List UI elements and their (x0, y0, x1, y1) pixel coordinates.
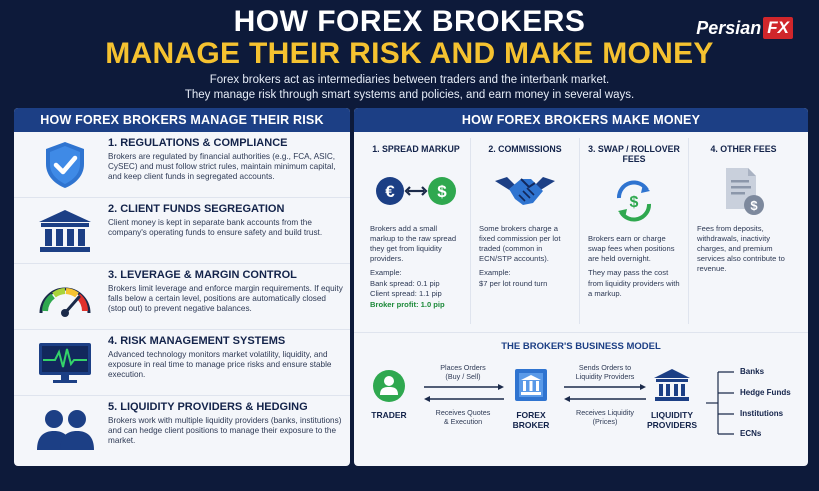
liquidity-providers-label: LIQUIDITY PROVIDERS (642, 410, 702, 430)
flow-text: & Execution (443, 417, 483, 426)
broker-icon (511, 365, 551, 405)
svg-text:$: $ (437, 182, 447, 201)
money-col-desc: Brokers earn or charge swap fees when po… (588, 234, 675, 263)
trader-label: TRADER (371, 410, 407, 420)
institution-label: Hedge Funds (740, 388, 791, 397)
flow-text: Receives Quotes (435, 408, 491, 417)
broker-label-line: FOREX (516, 410, 546, 420)
svg-text:€: € (385, 182, 395, 201)
money-panel-heading: HOW FOREX BROKERS MAKE MONEY (354, 108, 808, 132)
intro-line-2: They manage risk through smart systems a… (184, 89, 635, 101)
title-line-2: MANAGE THEIR RISK AND MAKE MONEY (105, 37, 714, 70)
lp-label-line: LIQUIDITY (650, 410, 694, 420)
money-col-profit: Broker profit: 1.0 pip (370, 299, 445, 309)
risk-item-desc: Client money is kept in separate bank ac… (108, 218, 323, 238)
money-col-spread: 1. SPREAD MARKUP € $ Brokers add a small… (362, 138, 471, 324)
flow-label: Sends Orders to Liquidity Providers (562, 363, 648, 381)
money-col-desc: Fees from deposits, withdrawals, inactiv… (697, 224, 785, 273)
gauge-icon (30, 272, 100, 322)
institution-label: Institutions (740, 409, 784, 418)
risk-item-title: 3. LEVERAGE & MARGIN CONTROL (108, 269, 297, 281)
flow-text: Receives Liquidity (576, 408, 634, 417)
risk-item-title: 4. RISK MANAGEMENT SYSTEMS (108, 335, 286, 347)
bank-building-icon (652, 367, 692, 403)
euro-dollar-exchange-icon: € $ (362, 158, 470, 224)
arrow-right-icon (562, 383, 648, 391)
money-col-example-line: Bank spread: 0.1 pip (370, 278, 440, 288)
risk-item-regulations: 1. REGULATIONS & COMPLIANCE Brokers are … (14, 132, 350, 198)
intro-line-1: Forex brokers act as intermediaries betw… (209, 74, 610, 86)
risk-item-title: 5. LIQUIDITY PROVIDERS & HEDGING (108, 401, 308, 413)
title-line-1: HOW FOREX BROKERS (233, 5, 586, 38)
people-icon (30, 404, 100, 454)
svg-text:$: $ (630, 194, 639, 211)
money-col-swap: 3. SWAP / ROLLOVER FEES $ Brokers earn o… (580, 138, 689, 324)
institution-label: Banks (740, 367, 765, 376)
svg-text:$: $ (750, 198, 758, 213)
dollar-swap-icon: $ (580, 168, 688, 234)
business-model: THE BROKER'S BUSINESS MODEL TRADER Place… (354, 332, 808, 466)
money-col-title: 2. COMMISSIONS (488, 144, 562, 154)
money-col-desc: Brokers add a small markup to the raw sp… (370, 224, 457, 263)
header: HOW FOREX BROKERS MANAGE THEIR RISK AND … (0, 0, 819, 104)
broker-label-line: BROKER (512, 420, 550, 430)
flow-label: Receives Liquidity (Prices) (562, 408, 648, 426)
lp-label-line: PROVIDERS (646, 420, 698, 430)
money-panel: HOW FOREX BROKERS MAKE MONEY 1. SPREAD M… (354, 108, 808, 466)
risk-item-leverage: 3. LEVERAGE & MARGIN CONTROL Brokers lim… (14, 264, 350, 330)
arrow-left-icon (422, 395, 506, 403)
flow-text: (Prices) (592, 417, 618, 426)
handshake-icon (471, 158, 579, 224)
risk-item-desc: Brokers work with multiple liquidity pro… (108, 416, 342, 446)
money-col-example-label: Example: (370, 268, 402, 277)
bank-building-icon (30, 206, 100, 256)
brand-name: Persian (696, 17, 762, 38)
arrow-right-icon (422, 383, 506, 391)
risk-item-desc: Advanced technology monitors market vola… (108, 350, 332, 380)
flow-text: Sends Orders to (578, 363, 632, 372)
money-col-other-fees: 4. OTHER FEES $ Fees from deposits, with… (689, 138, 798, 324)
document-dollar-icon: $ (689, 158, 798, 224)
risk-item-funds-segregation: 2. CLIENT FUNDS SEGREGATION Client money… (14, 198, 350, 264)
flow-text: (Buy / Sell) (445, 372, 481, 381)
arrow-left-icon (562, 395, 648, 403)
risk-item-desc: Brokers limit leverage and enforce margi… (108, 284, 343, 314)
money-col-commissions: 2. COMMISSIONS Some brokers charge a fix… (471, 138, 580, 324)
money-col-example-line: Client spread: 1.1 pip (370, 289, 442, 298)
flow-label: Places Orders (Buy / Sell) (422, 363, 504, 381)
risk-item-title: 1. REGULATIONS & COMPLIANCE (108, 137, 288, 149)
risk-item-liquidity-hedging: 5. LIQUIDITY PROVIDERS & HEDGING Brokers… (14, 396, 350, 466)
money-col-desc: Some brokers charge a fixed commission p… (479, 224, 561, 263)
money-col-title: 3. SWAP / ROLLOVER FEES (588, 144, 680, 164)
money-col-title: 4. OTHER FEES (710, 144, 777, 154)
monitor-pulse-icon (30, 338, 100, 388)
business-model-title: THE BROKER'S BUSINESS MODEL (501, 341, 661, 352)
institution-label: ECNs (740, 429, 762, 438)
flow-text: Liquidity Providers (575, 372, 635, 381)
risk-panel: HOW FOREX BROKERS MANAGE THEIR RISK 1. R… (14, 108, 350, 466)
brand-logo: Persian FX (696, 15, 793, 41)
risk-item-desc: Brokers are regulated by financial autho… (108, 152, 336, 182)
brand-fx-badge: FX (763, 17, 793, 39)
flow-text: Places Orders (440, 363, 486, 372)
broker-label: FOREX BROKER (504, 410, 558, 430)
risk-panel-heading: HOW FOREX BROKERS MANAGE THEIR RISK (14, 108, 350, 132)
flow-label: Receives Quotes & Execution (422, 408, 504, 426)
trader-icon (372, 369, 406, 403)
risk-item-risk-systems: 4. RISK MANAGEMENT SYSTEMS Advanced tech… (14, 330, 350, 396)
shield-check-icon (30, 140, 100, 190)
money-col-example-label: Example: (479, 268, 511, 277)
money-col-title: 1. SPREAD MARKUP (372, 144, 460, 154)
money-col-note: They may pass the cost from liquidity pr… (588, 268, 680, 298)
bracket-connector (704, 363, 738, 443)
money-col-example-line: $7 per lot round turn (479, 278, 548, 288)
risk-item-title: 2. CLIENT FUNDS SEGREGATION (108, 203, 285, 215)
